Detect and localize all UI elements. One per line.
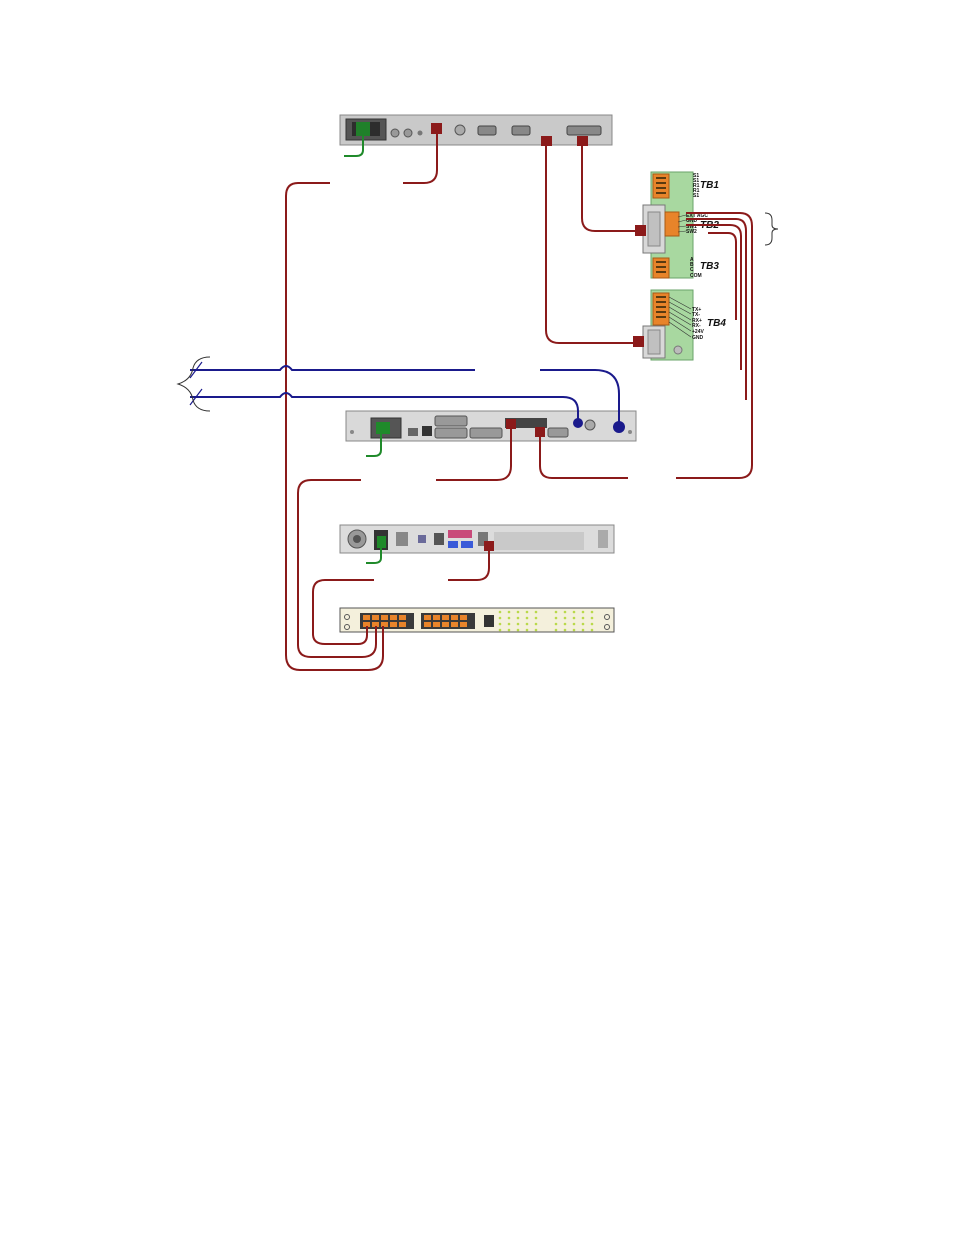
tb-connector-marker [633,336,644,347]
tb3-pin-label: C [690,267,694,273]
antenna-cable-2 [190,392,579,419]
cable-tb2-return-2 [686,218,747,400]
tb4-pin-label: TX+ [692,307,701,313]
cable-receiver-to-tb2 [539,437,628,479]
tb2-pin-label: SW1 [686,224,697,230]
terminal-board-upper [635,171,694,279]
cable-top-unit-to-switch [285,134,438,671]
tb2-terminal-block [664,211,680,237]
tb4-pin-label: RX+ [692,318,702,324]
cable-tb2-return-4 [708,232,737,320]
tb2-pin-label: GND [686,218,698,224]
tb1-label: TB1 [700,180,719,191]
tb1-pin-label: S1 [693,178,699,184]
top-unit-rear-panel [339,114,613,157]
antenna-cable-ends [189,361,203,406]
antenna-input-bracket [176,356,211,412]
cable-receiver-to-switch [297,429,512,658]
tb4-pin-label: TX- [692,312,700,318]
receiver-port-marker [535,427,545,437]
tb3-pin-label: B [690,262,694,268]
tb1-pin-label: S1 [693,193,699,199]
switch-ports [363,615,467,627]
receiver-ground-wire [366,434,382,457]
cable-server-to-switch [312,551,490,645]
top-unit-ground-wire [344,136,364,157]
tb2-leader-lines [677,214,687,233]
tb1-pin-label: S1 [693,173,699,179]
tb2-pin-label: EXT AGC [686,213,708,219]
tb4-pin-label: GND [692,335,704,341]
tb2-bracket [764,212,779,246]
server-rear-panel [339,524,615,564]
switch-status-leds [498,610,594,632]
receiver-port-marker [506,419,516,429]
antenna-cable-1 [190,365,620,422]
tb4-leader-lines [668,296,692,338]
antenna-cables [190,365,620,422]
antenna-port-marker [613,421,625,433]
receiver-rear-panel [345,410,637,457]
server-port-marker [484,541,494,551]
top-unit-port-marker [541,136,552,146]
network-switch [339,607,615,633]
tb3-pin-label: COM [690,273,702,279]
terminal-board-lower [633,289,694,361]
cable-top-unit-to-tb4 [545,146,634,344]
antenna-port-marker [573,418,583,428]
tb-connector-marker [635,225,646,236]
tb1-pin-label: R1 [693,188,700,194]
tb1-pin-label: R1 [693,183,700,189]
top-unit-port-marker [431,123,442,134]
tb2-pin-label: SW2 [686,229,697,235]
tb3-label: TB3 [700,261,719,272]
cable-top-unit-to-tb2 [581,146,636,232]
cable-tb2-return-3 [686,224,742,370]
tb4-label: TB4 [707,318,726,329]
server-ground-wire [366,546,382,564]
top-unit-port-marker [577,136,588,146]
cable-tb2-return-1 [676,212,753,479]
tb3-pin-label: A [690,257,694,263]
control-cables [285,134,753,671]
tb4-pin-label: +24V [692,329,704,335]
tb4-pin-label: RX- [692,323,701,329]
